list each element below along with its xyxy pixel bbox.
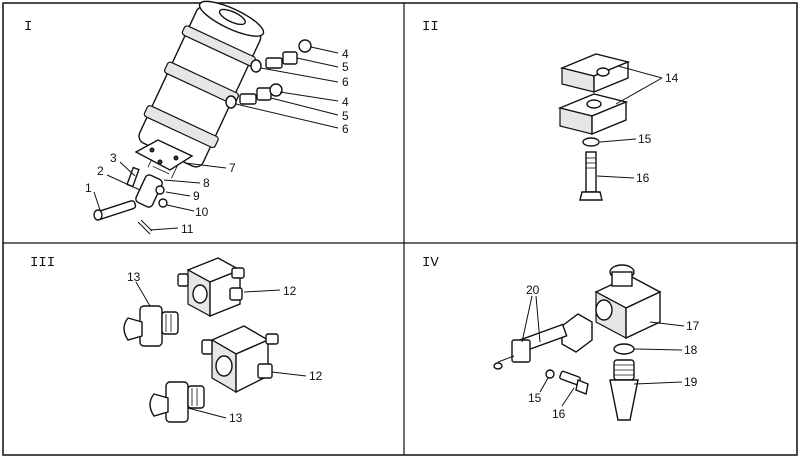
- washer: [582, 137, 600, 147]
- clamp-block-upper: [559, 53, 631, 94]
- callout-9: 9: [193, 189, 200, 203]
- callout-15-iv: 15: [528, 391, 542, 405]
- leader-12b: [271, 371, 307, 377]
- panel-3-label: III: [30, 255, 55, 271]
- panel-2: II 14 15 16: [422, 19, 679, 201]
- leader-16: [596, 175, 635, 179]
- callout-8: 8: [203, 176, 210, 190]
- panel-4-label: IV: [422, 255, 439, 271]
- panel-3: III: [30, 255, 323, 425]
- nozzle-fitting: [609, 359, 639, 421]
- adapter-assembly: [493, 313, 593, 370]
- tee-fitting-upper: [177, 257, 245, 318]
- callout-4b: 4: [342, 95, 349, 109]
- washer-iv: [545, 369, 555, 379]
- callout-10: 10: [195, 205, 209, 219]
- wing-valve-upper: [123, 305, 179, 347]
- leader-19: [633, 381, 683, 385]
- leader-15: [599, 138, 637, 143]
- callout-12b: 12: [309, 369, 323, 383]
- callout-15: 15: [638, 132, 652, 146]
- callout-6a: 6: [342, 75, 349, 89]
- callout-14: 14: [665, 71, 679, 85]
- callout-13a: 13: [127, 270, 141, 284]
- callout-19: 19: [684, 375, 698, 389]
- clamp-block-lower: [557, 93, 629, 136]
- callout-18: 18: [684, 343, 698, 357]
- leader-20a: [521, 295, 533, 343]
- bolt: [579, 151, 603, 201]
- panel-1: I: [24, 0, 349, 236]
- tee-fitting-lower: [201, 325, 279, 394]
- panel-2-label: II: [422, 19, 439, 35]
- leader-14a: [617, 65, 663, 79]
- clevis-assembly: [93, 166, 168, 235]
- callout-11: 11: [181, 222, 194, 236]
- lower-fitting: [225, 83, 283, 109]
- upper-fitting: [250, 39, 312, 73]
- callout-1: 1: [85, 181, 92, 195]
- callout-16: 16: [636, 171, 650, 185]
- callout-6b: 6: [342, 122, 349, 136]
- callout-5b: 5: [342, 109, 349, 123]
- callout-20: 20: [526, 283, 540, 297]
- leader-18: [633, 348, 683, 351]
- callout-2: 2: [97, 164, 104, 178]
- leader-13a: [135, 281, 151, 307]
- callout-4a: 4: [342, 47, 349, 61]
- panel-4: IV: [422, 255, 700, 421]
- leader-15-iv: [539, 377, 549, 393]
- leader-14b: [615, 77, 663, 105]
- callout-3: 3: [110, 151, 117, 165]
- leader-12a: [243, 289, 281, 293]
- callout-16-iv: 16: [552, 407, 566, 421]
- washer-18: [613, 343, 635, 355]
- valve-block: [594, 264, 662, 340]
- callout-12a: 12: [283, 284, 297, 298]
- panel-1-label: I: [24, 19, 32, 35]
- callout-7: 7: [229, 161, 236, 175]
- leader-17: [649, 321, 685, 327]
- leader-20b: [535, 295, 541, 343]
- wing-valve-lower: [149, 381, 205, 423]
- leader-16-iv: [561, 387, 575, 407]
- bolt-iv: [559, 370, 589, 395]
- callout-17: 17: [686, 319, 700, 333]
- callout-5a: 5: [342, 60, 349, 74]
- leader-13b: [187, 407, 227, 419]
- callout-13b: 13: [229, 411, 243, 425]
- panel-1-leaders: [93, 46, 339, 231]
